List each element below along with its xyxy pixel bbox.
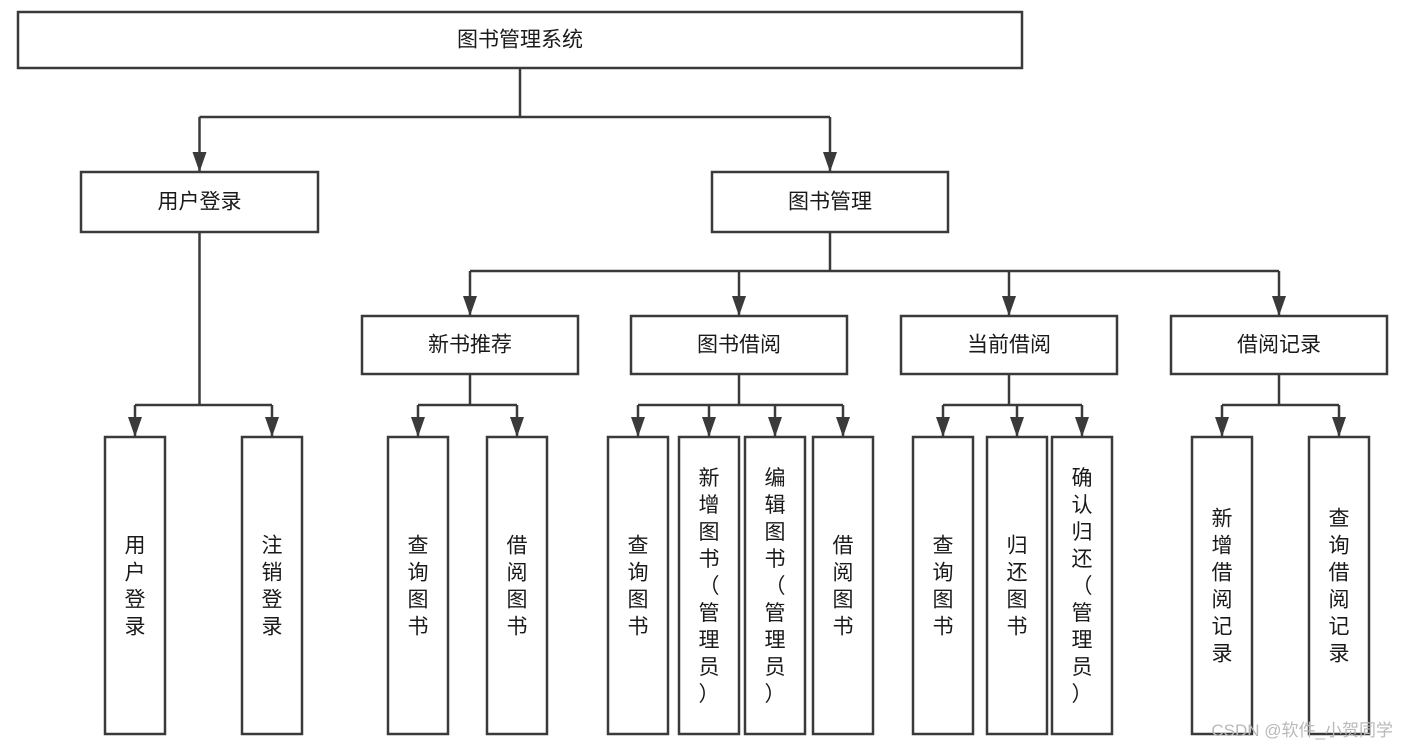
node-borrow-record[interactable]: 借阅记录 <box>1169 314 1389 376</box>
arrow-head-icon <box>192 152 207 172</box>
node-label-leaf-query-book-current: 查询图书 <box>933 535 954 639</box>
node-box-user-login[interactable] <box>79 170 320 234</box>
node-box-leaf-query-book-current[interactable] <box>911 435 975 736</box>
arrow-head-icon <box>631 417 645 437</box>
node-leaf-borrow-book-rec[interactable]: 借阅图书 <box>485 435 549 736</box>
arrow-head-icon <box>1215 417 1229 437</box>
node-label-leaf-user-login: 用户登录 <box>125 535 146 639</box>
node-leaf-query-book-current[interactable]: 查询图书 <box>911 435 975 736</box>
watermark-text: CSDN @软件_小贺同学 <box>1211 721 1393 740</box>
node-label-leaf-borrow-book-rec: 借阅图书 <box>507 535 528 639</box>
node-label-new-book-recommend: 新书推荐 <box>428 334 512 357</box>
node-current-borrow[interactable]: 当前借阅 <box>899 314 1119 376</box>
node-root-system[interactable]: 图书管理系统 <box>16 10 1024 70</box>
node-leaf-query-borrow-record[interactable]: 查询借阅记录 <box>1307 435 1371 736</box>
node-new-book-recommend[interactable]: 新书推荐 <box>360 314 580 376</box>
arrow-head-icon <box>411 417 425 437</box>
node-label-leaf-user-logout: 注销登录 <box>262 535 283 639</box>
node-leaf-user-login[interactable]: 用户登录 <box>103 435 167 736</box>
node-leaf-borrow-book[interactable]: 借阅图书 <box>811 435 875 736</box>
node-box-leaf-add-book[interactable] <box>677 435 741 736</box>
arrow-head-icon <box>265 417 279 437</box>
node-label-leaf-query-borrow-record: 查询借阅记录 <box>1329 508 1350 666</box>
node-label-current-borrow: 当前借阅 <box>967 334 1051 357</box>
node-leaf-edit-book[interactable]: 编辑图书（管理员） <box>743 435 807 736</box>
node-box-current-borrow[interactable] <box>899 314 1119 376</box>
arrow-head-icon <box>1002 296 1016 316</box>
node-box-new-book-recommend[interactable] <box>360 314 580 376</box>
node-label-book-management: 图书管理 <box>788 191 872 214</box>
node-box-leaf-query-book-rec[interactable] <box>386 435 450 736</box>
node-leaf-add-book[interactable]: 新增图书（管理员） <box>677 435 741 736</box>
arrow-head-icon <box>1075 417 1089 437</box>
node-box-leaf-query-book-borrow[interactable] <box>606 435 670 736</box>
node-label-leaf-query-book-rec: 查询图书 <box>408 535 429 639</box>
node-book-borrow[interactable]: 图书借阅 <box>629 314 849 376</box>
arrow-head-icon <box>936 417 950 437</box>
node-box-borrow-record[interactable] <box>1169 314 1389 376</box>
node-layer: 图书管理系统用户登录图书管理新书推荐图书借阅当前借阅借阅记录用户登录注销登录查询… <box>16 10 1389 736</box>
node-box-book-borrow[interactable] <box>629 314 849 376</box>
node-leaf-query-book-rec[interactable]: 查询图书 <box>386 435 450 736</box>
node-label-user-login: 用户登录 <box>158 191 242 214</box>
node-box-root[interactable] <box>16 10 1024 70</box>
node-leaf-user-logout[interactable]: 注销登录 <box>240 435 304 736</box>
node-label-leaf-query-book-borrow: 查询图书 <box>628 535 649 639</box>
arrow-head-icon <box>510 417 524 437</box>
node-label-leaf-confirm-return: 确认归还（管理员） <box>1072 467 1093 706</box>
node-leaf-confirm-return[interactable]: 确认归还（管理员） <box>1050 435 1114 736</box>
node-box-leaf-add-borrow-record[interactable] <box>1190 435 1254 736</box>
arrow-head-icon <box>823 152 837 172</box>
node-label-leaf-add-book: 新增图书（管理员） <box>699 467 720 706</box>
arrow-head-icon <box>463 296 477 316</box>
node-label-root: 图书管理系统 <box>457 29 583 52</box>
node-user-login[interactable]: 用户登录 <box>79 170 320 234</box>
arrow-head-icon <box>702 417 716 437</box>
node-label-leaf-borrow-book: 借阅图书 <box>833 535 854 639</box>
node-box-book-management[interactable] <box>710 170 950 234</box>
node-box-leaf-user-login[interactable] <box>103 435 167 736</box>
arrow-head-icon <box>128 417 142 437</box>
node-label-borrow-record: 借阅记录 <box>1237 334 1321 357</box>
node-leaf-query-book-borrow[interactable]: 查询图书 <box>606 435 670 736</box>
node-label-leaf-add-borrow-record: 新增借阅记录 <box>1212 508 1233 666</box>
node-box-leaf-borrow-book-rec[interactable] <box>485 435 549 736</box>
arrow-head-icon <box>732 296 746 316</box>
node-box-leaf-user-logout[interactable] <box>240 435 304 736</box>
node-leaf-return-book[interactable]: 归还图书 <box>985 435 1049 736</box>
node-label-book-borrow: 图书借阅 <box>697 334 781 357</box>
node-label-leaf-edit-book: 编辑图书（管理员） <box>765 467 786 706</box>
node-box-leaf-borrow-book[interactable] <box>811 435 875 736</box>
node-book-management[interactable]: 图书管理 <box>710 170 950 234</box>
node-label-leaf-return-book: 归还图书 <box>1007 535 1028 639</box>
arrow-head-icon <box>768 417 782 437</box>
arrow-head-icon <box>836 417 850 437</box>
arrow-head-icon <box>1332 417 1346 437</box>
node-box-leaf-query-borrow-record[interactable] <box>1307 435 1371 736</box>
node-box-leaf-confirm-return[interactable] <box>1050 435 1114 736</box>
node-leaf-add-borrow-record[interactable]: 新增借阅记录 <box>1190 435 1254 736</box>
arrow-head-icon <box>1010 417 1024 437</box>
arrow-head-icon <box>1272 296 1286 316</box>
node-box-leaf-edit-book[interactable] <box>743 435 807 736</box>
connector-layer <box>128 68 1346 437</box>
node-box-leaf-return-book[interactable] <box>985 435 1049 736</box>
